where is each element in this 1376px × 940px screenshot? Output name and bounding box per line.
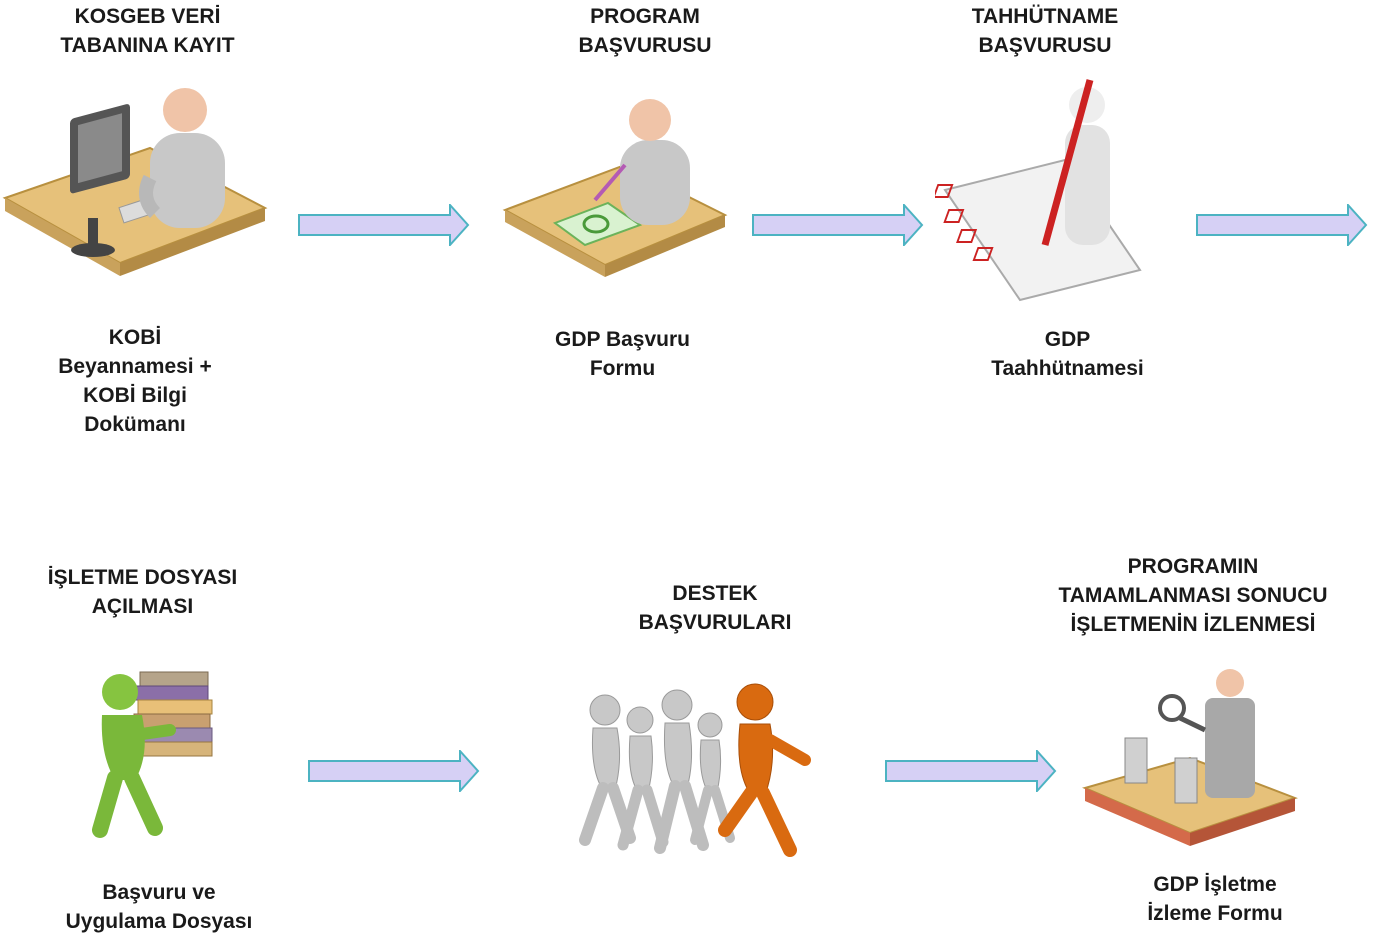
step-3-title: TAHHÜTNAME BAŞVURUSU xyxy=(971,5,1119,57)
person-writing-form-icon xyxy=(502,99,728,277)
flow-arrow-5 xyxy=(885,750,1057,792)
step-1-title: KOSGEB VERİ TABANINA KAYIT xyxy=(60,5,235,57)
step-3-caption: GDP Taahhütnamesi xyxy=(991,328,1144,380)
flow-arrow-3 xyxy=(1196,204,1368,246)
flow-arrow-1 xyxy=(298,204,470,246)
person-at-computer-icon xyxy=(2,88,268,276)
conveyor-inspection-icon xyxy=(1082,669,1298,846)
step-4-title: İŞLETME DOSYASI AÇILMASI xyxy=(47,566,238,618)
flow-arrow-2 xyxy=(752,204,924,246)
flow-arrow-4 xyxy=(308,750,480,792)
step-6-title: PROGRAMIN TAMAMLANMASI SONUCU İŞLETMENİN… xyxy=(1058,555,1328,636)
step-2-title: PROGRAM BAŞVURUSU xyxy=(578,5,712,57)
person-carrying-books-icon xyxy=(92,671,213,838)
step-5-title: DESTEK BAŞVURULARI xyxy=(638,582,792,634)
step-1-caption: KOBİ Beyannamesi + KOBİ Bilgi Dokümanı xyxy=(58,326,212,436)
step-6-caption: GDP İşletme İzleme Formu xyxy=(1147,873,1283,925)
running-people-icon xyxy=(579,683,811,857)
step-4-caption: Başvuru ve Uygulama Dosyası xyxy=(65,881,253,933)
checklist-pen-icon xyxy=(935,79,1142,302)
step-2-caption: GDP Başvuru Formu xyxy=(555,328,690,380)
